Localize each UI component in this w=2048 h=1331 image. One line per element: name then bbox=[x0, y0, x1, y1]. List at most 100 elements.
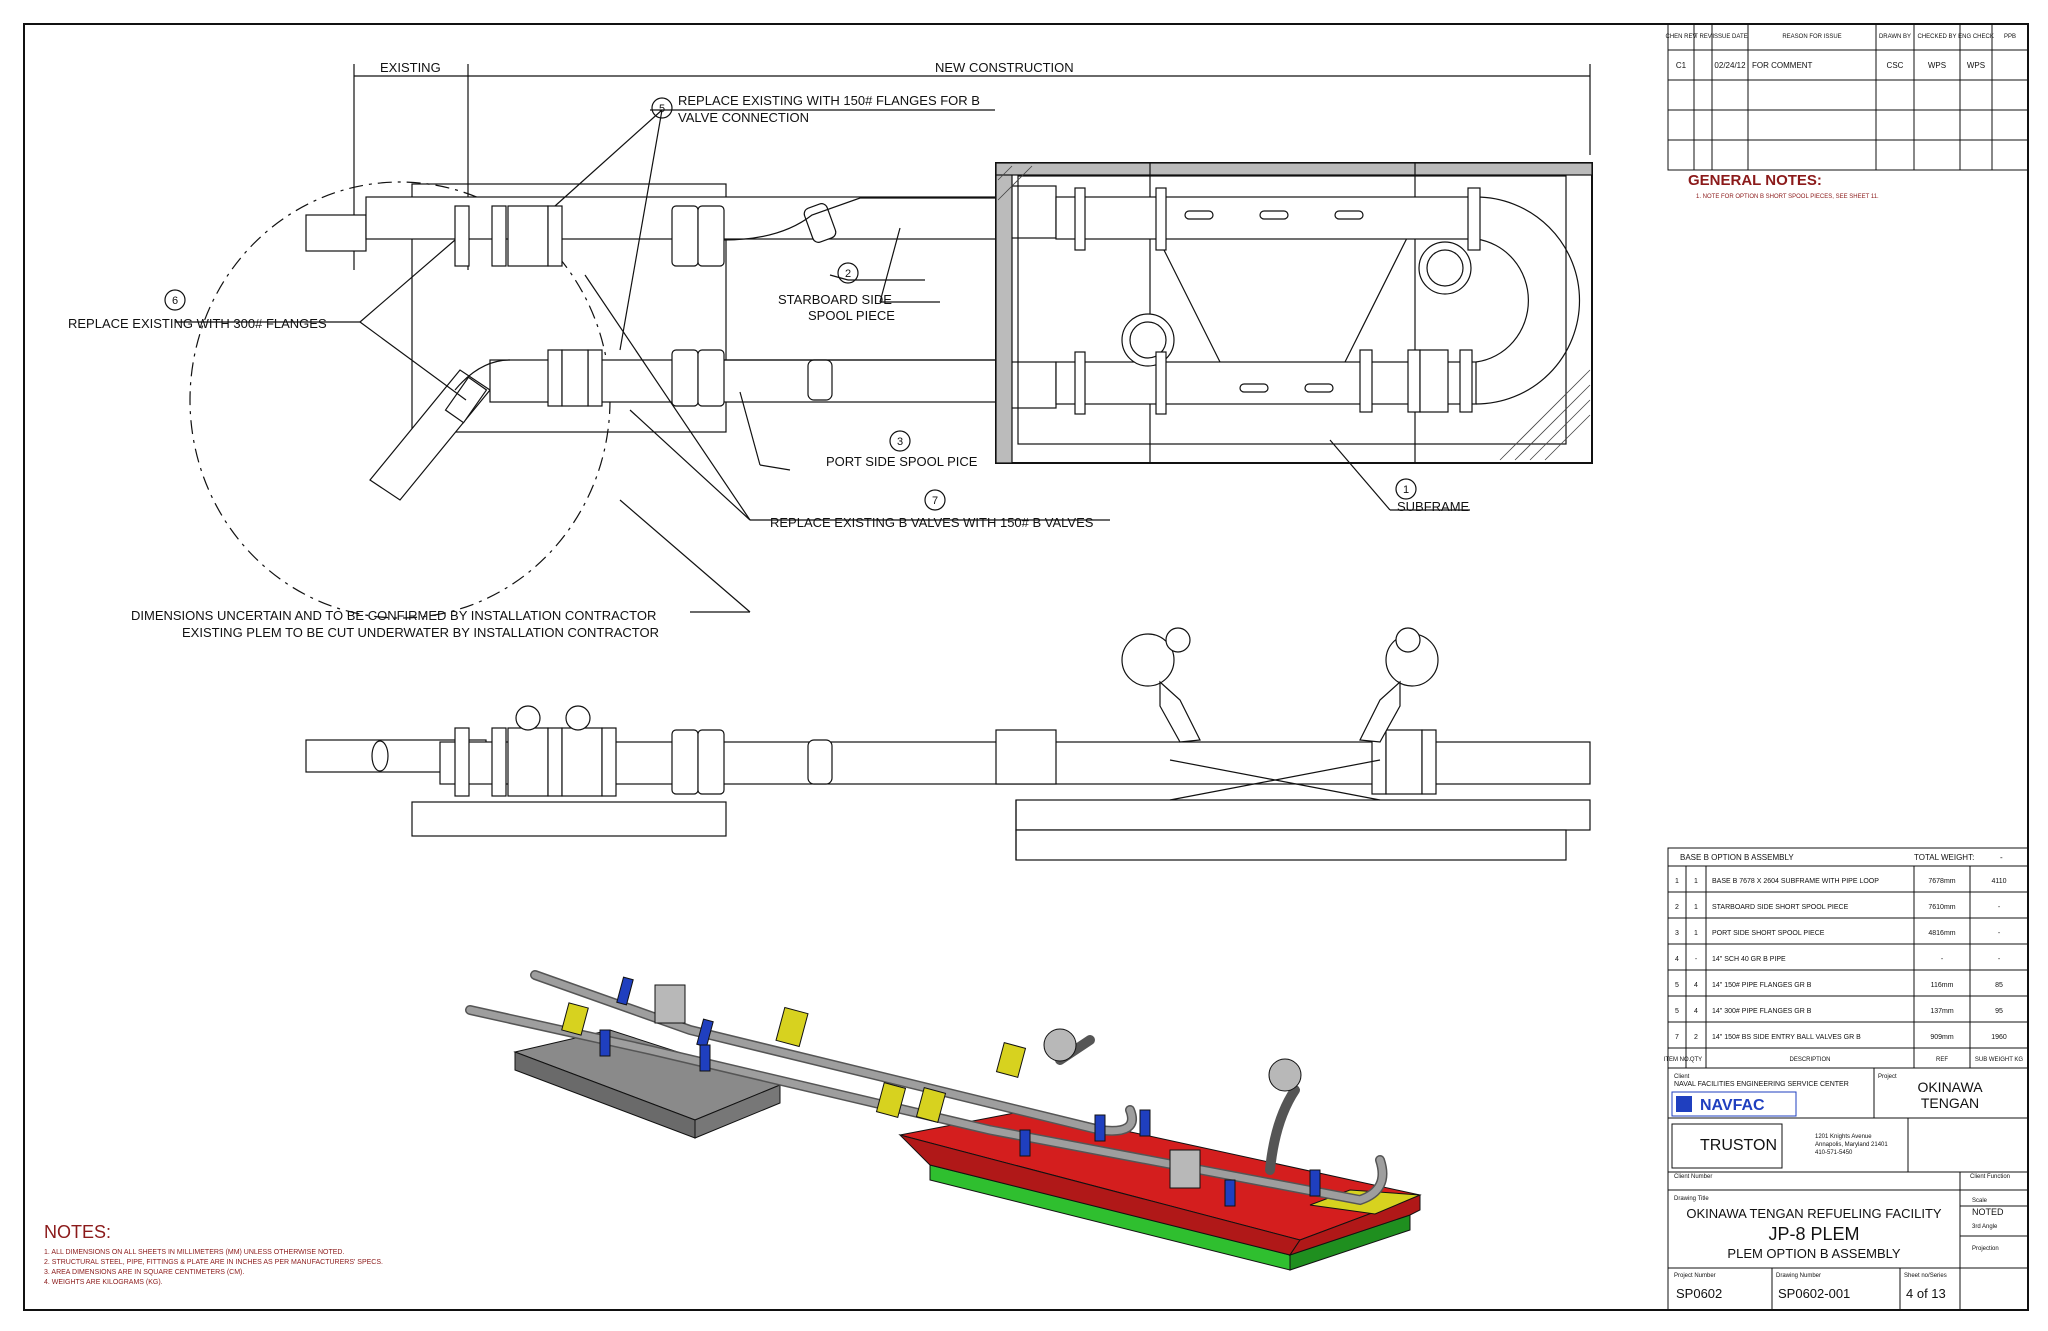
callout-1-num: 1 bbox=[1403, 484, 1409, 496]
notes-item: 1. ALL DIMENSIONS ON ALL SHEETS IN MILLI… bbox=[44, 1249, 344, 1256]
rev-header: ISSUE DATE bbox=[1712, 34, 1747, 40]
dims-note-line1: DIMENSIONS UNCERTAIN AND TO BE CONFIRMED… bbox=[131, 608, 656, 623]
drawing-title-label: Drawing Title bbox=[1674, 1196, 1709, 1202]
bom-cell: 4 bbox=[1694, 982, 1698, 989]
rev-header: CHEN REV bbox=[1665, 34, 1696, 40]
rev-header: DRAWN BY bbox=[1879, 34, 1911, 40]
bom-cell: 14" SCH 40 GR B PIPE bbox=[1712, 956, 1786, 963]
sheet-border bbox=[23, 23, 2029, 1311]
client-name: NAVAL FACILITIES ENGINEERING SERVICE CEN… bbox=[1674, 1081, 1849, 1088]
rev-cell: FOR COMMENT bbox=[1752, 61, 1813, 70]
callout-7-line1: REPLACE EXISTING B VALVES WITH 150# B VA… bbox=[770, 515, 1094, 530]
callout-6-num: 6 bbox=[172, 295, 178, 307]
drawing-title-2: JP-8 PLEM bbox=[1768, 1224, 1859, 1244]
client-label: Client bbox=[1674, 1074, 1690, 1080]
notes-item: 3. AREA DIMENSIONS ARE IN SQUARE CENTIME… bbox=[44, 1269, 244, 1276]
bom-cell: 7 bbox=[1675, 1034, 1679, 1041]
bom-cell: 7610mm bbox=[1928, 904, 1955, 911]
bom-cell: 95 bbox=[1995, 1008, 2003, 1015]
bom-cell: 1 bbox=[1675, 878, 1679, 885]
notes-item: 4. WEIGHTS ARE KILOGRAMS (KG). bbox=[44, 1279, 163, 1286]
callout-3-line1: PORT SIDE SPOOL PICE bbox=[826, 454, 978, 469]
bom-cell: - bbox=[1695, 956, 1698, 963]
callout-7-num: 7 bbox=[932, 495, 938, 507]
address-line2: Annapolis, Maryland 21401 bbox=[1815, 1142, 1888, 1148]
projection-label: Projection bbox=[1972, 1246, 1999, 1252]
bom-cell: 909mm bbox=[1930, 1034, 1954, 1041]
bom-cell: 1 bbox=[1694, 904, 1698, 911]
bom-title: BASE B OPTION B ASSEMBLY bbox=[1680, 853, 1794, 862]
dims-note-line2: EXISTING PLEM TO BE CUT UNDERWATER BY IN… bbox=[182, 625, 659, 640]
bom-cell: - bbox=[1998, 930, 2001, 937]
general-notes-title: GENERAL NOTES: bbox=[1688, 172, 1822, 189]
rev-cell: CSC bbox=[1887, 61, 1904, 70]
rev-cell: WPS bbox=[1967, 61, 1985, 70]
bom-cell: 7678mm bbox=[1928, 878, 1955, 885]
bom-total-weight-value: - bbox=[2000, 853, 2003, 862]
bom-footer-cell: DESCRIPTION bbox=[1789, 1057, 1830, 1063]
title-block-text: Client NAVAL FACILITIES ENGINEERING SERV… bbox=[1674, 1074, 2010, 1301]
bom-cell: - bbox=[1941, 956, 1944, 963]
project-label: Project bbox=[1878, 1074, 1897, 1080]
revision-row: C1 02/24/12 FOR COMMENT CSC WPS WPS bbox=[1676, 61, 1985, 70]
callout-3-num: 3 bbox=[897, 436, 903, 448]
rev-cell: WPS bbox=[1928, 61, 1946, 70]
drawing-title-1: OKINAWA TENGAN REFUELING FACILITY bbox=[1686, 1206, 1942, 1221]
bom-cell: 14" 150# PIPE FLANGES GR B bbox=[1712, 982, 1812, 989]
callout-2-line1: STARBOARD SIDE bbox=[778, 292, 892, 307]
callout-5-line2: VALVE CONNECTION bbox=[678, 110, 809, 125]
sheet-label: Sheet no/Series bbox=[1904, 1273, 1947, 1279]
bom-cell: 5 bbox=[1675, 982, 1679, 989]
truston-logo: TRUSTON bbox=[1700, 1137, 1777, 1154]
revision-table bbox=[1667, 23, 2029, 171]
elevation-view bbox=[305, 627, 1591, 861]
plan-view bbox=[164, 64, 1593, 619]
bom-cell: 4110 bbox=[1991, 878, 2006, 885]
client-function-label: Client Function bbox=[1970, 1174, 2010, 1180]
scale-label: Scale bbox=[1972, 1198, 1988, 1204]
callout-5-num: 5 bbox=[659, 103, 665, 115]
rev-header: PPB bbox=[2004, 34, 2016, 40]
project-number-label: Project Number bbox=[1674, 1273, 1716, 1279]
bom-cell: - bbox=[1998, 956, 2001, 963]
rev-header: CHECKED BY bbox=[1917, 34, 1956, 40]
drawing-number: SP0602-001 bbox=[1778, 1286, 1850, 1301]
bom-cell: 1 bbox=[1694, 878, 1698, 885]
bom-table bbox=[1667, 847, 2029, 1069]
address-line3: 410-571-5450 bbox=[1815, 1150, 1853, 1156]
sheet-value: 4 of 13 bbox=[1906, 1286, 1946, 1301]
bom-cell: 3 bbox=[1675, 930, 1679, 937]
rev-header: ENG CHECK bbox=[1958, 34, 1994, 40]
drawing-number-label: Drawing Number bbox=[1776, 1273, 1821, 1279]
project-line2: TENGAN bbox=[1921, 1095, 1979, 1111]
bom-cell: 1960 bbox=[1991, 1034, 2007, 1041]
navfac-emblem-icon bbox=[1676, 1096, 1692, 1112]
bom-cell: 5 bbox=[1675, 1008, 1679, 1015]
bom-footer: ITEM NO. QTY DESCRIPTION REF SUB WEIGHT … bbox=[1664, 1057, 2024, 1063]
bom-cell: 14" 150# BS SIDE ENTRY BALL VALVES GR B bbox=[1712, 1034, 1861, 1041]
drawing-title-3: PLEM OPTION B ASSEMBLY bbox=[1727, 1246, 1900, 1261]
address-line1: 1201 Knights Avenue bbox=[1815, 1134, 1872, 1140]
project-number: SP0602 bbox=[1676, 1286, 1722, 1301]
bom-footer-cell: REF bbox=[1936, 1057, 1948, 1063]
bom-cell: 1 bbox=[1694, 930, 1698, 937]
bom-cell: 14" 300# PIPE FLANGES GR B bbox=[1712, 1008, 1812, 1015]
bom-cell: 4 bbox=[1675, 956, 1679, 963]
bom-footer-cell: ITEM NO. bbox=[1664, 1057, 1691, 1063]
bom-cell: STARBOARD SIDE SHORT SPOOL PIECE bbox=[1712, 904, 1849, 911]
bom-cell: 85 bbox=[1995, 982, 2003, 989]
general-notes-text: 1. NOTE FOR OPTION B SHORT SPOOL PIECES,… bbox=[1696, 194, 1879, 200]
callout-2-num: 2 bbox=[845, 268, 851, 280]
bom-total-weight-label: TOTAL WEIGHT: bbox=[1914, 853, 1974, 862]
rev-cell: C1 bbox=[1676, 61, 1687, 70]
angle-label: 3rd Angle bbox=[1972, 1224, 1998, 1230]
revision-headers: CHEN REV T REV ISSUE DATE REASON FOR ISS… bbox=[1665, 34, 2016, 40]
bom-cell: 2 bbox=[1675, 904, 1679, 911]
title-block bbox=[1667, 1067, 2029, 1311]
bom-cell: 137mm bbox=[1930, 1008, 1954, 1015]
rev-header: REASON FOR ISSUE bbox=[1782, 34, 1841, 40]
rev-header: T REV bbox=[1694, 34, 1712, 40]
